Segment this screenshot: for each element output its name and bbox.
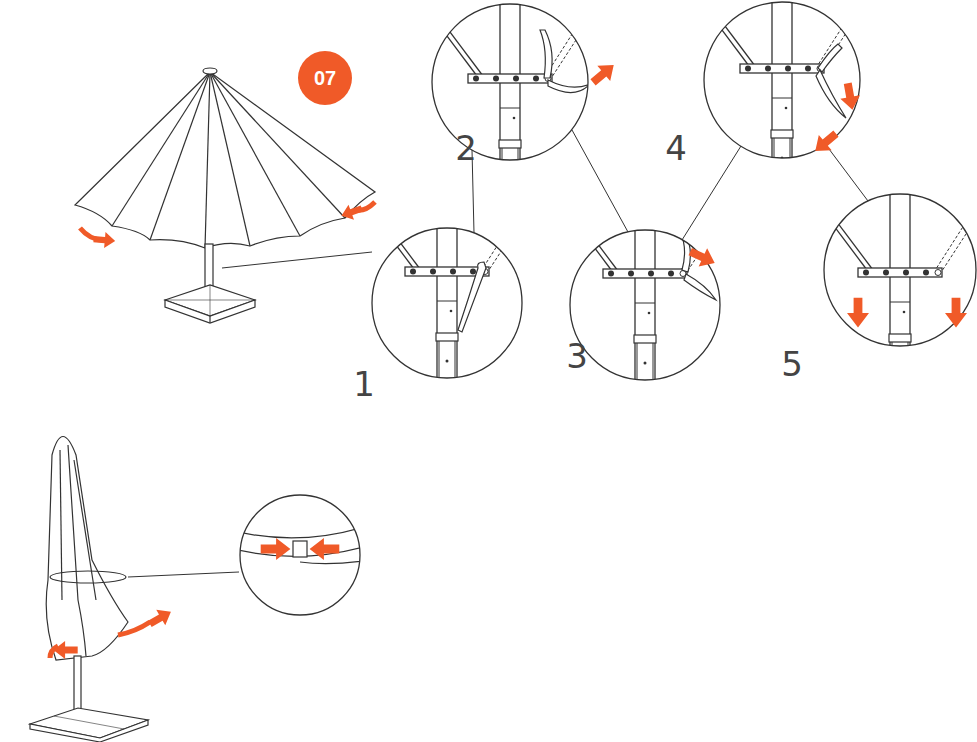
step-badge: 07: [298, 51, 352, 105]
callout-number: 2: [455, 131, 477, 165]
step-number: 07: [314, 67, 336, 90]
callout-number: 4: [665, 131, 687, 165]
callout-number: 1: [353, 367, 375, 401]
open-umbrella: [75, 68, 375, 323]
callout-number: 5: [781, 347, 803, 381]
callout-number: 3: [566, 339, 588, 373]
covered-umbrella: [30, 437, 148, 742]
